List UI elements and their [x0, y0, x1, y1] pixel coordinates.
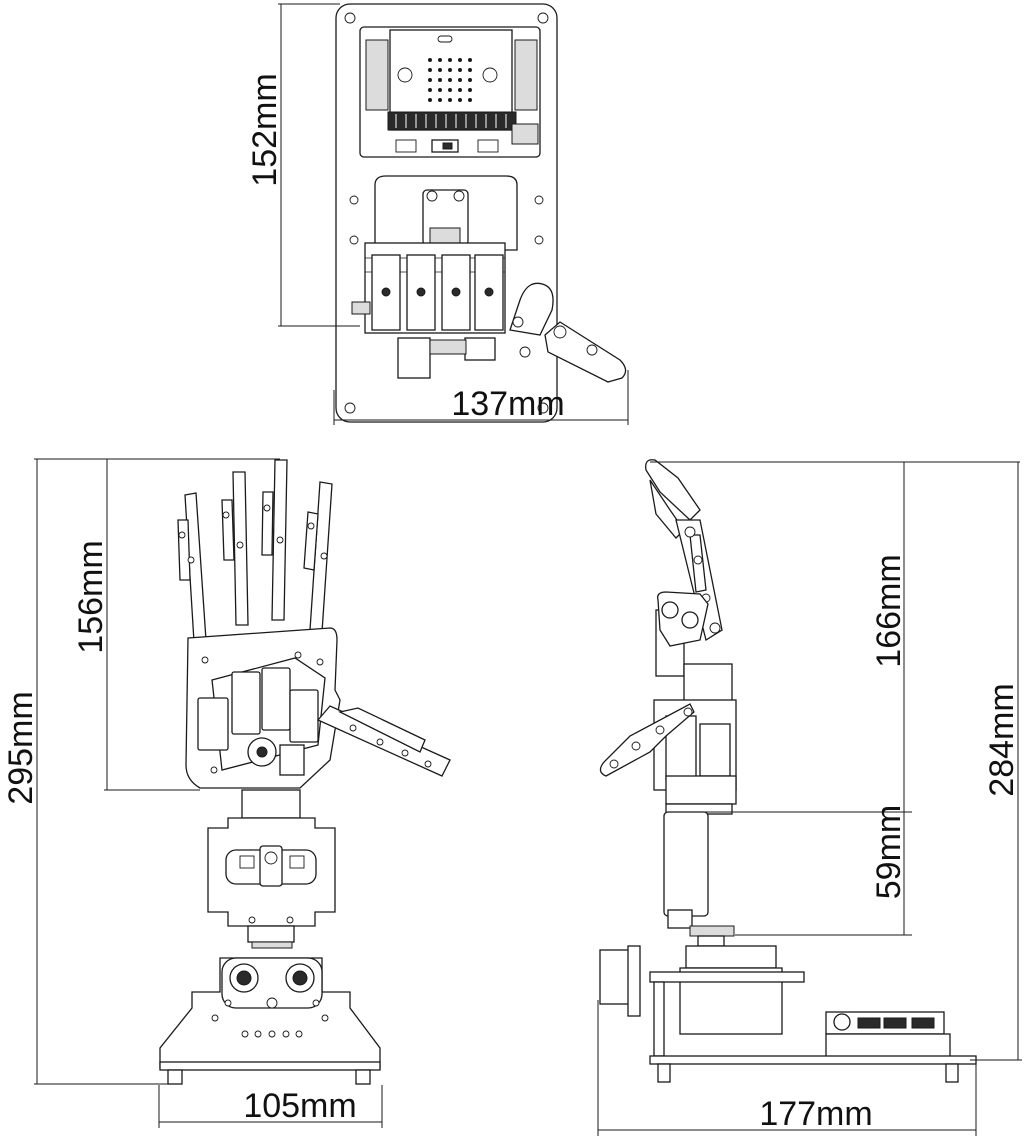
front-wrist-neck — [241, 789, 301, 819]
side-sensor — [599, 949, 631, 1005]
dim-front-total-label: 295mm — [2, 691, 40, 804]
control-board — [359, 26, 541, 158]
side-wrist-block — [663, 811, 709, 917]
side-fingers — [645, 459, 723, 642]
front-fingers — [177, 459, 333, 643]
dim-side-finger-label: 166mm — [870, 554, 908, 667]
finger-servo-block — [351, 242, 506, 379]
front-thumb — [316, 705, 451, 777]
dim-side-total-label: 284mm — [983, 683, 1021, 796]
dim-side-base-label: 177mm — [759, 1095, 872, 1133]
dim-front-base-label: 105mm — [243, 1087, 356, 1125]
top-thumb — [509, 282, 627, 383]
dim-top-height-label: 152mm — [246, 73, 284, 186]
dim-front-hand-label: 156mm — [72, 540, 110, 653]
front-base — [159, 957, 381, 1085]
front-view: 295mm 156mm 105mm — [2, 458, 451, 1128]
side-base-plate — [649, 1055, 977, 1065]
dim-top-width-label: 137mm — [451, 385, 564, 423]
dim-side-wrist-label: 59mm — [870, 805, 908, 899]
top-view: 152mm 137mm — [246, 3, 629, 425]
side-view: 166mm 59mm 284mm 177mm — [597, 459, 1022, 1136]
ultrasonic-left — [397, 337, 431, 379]
side-thumb — [599, 703, 695, 777]
